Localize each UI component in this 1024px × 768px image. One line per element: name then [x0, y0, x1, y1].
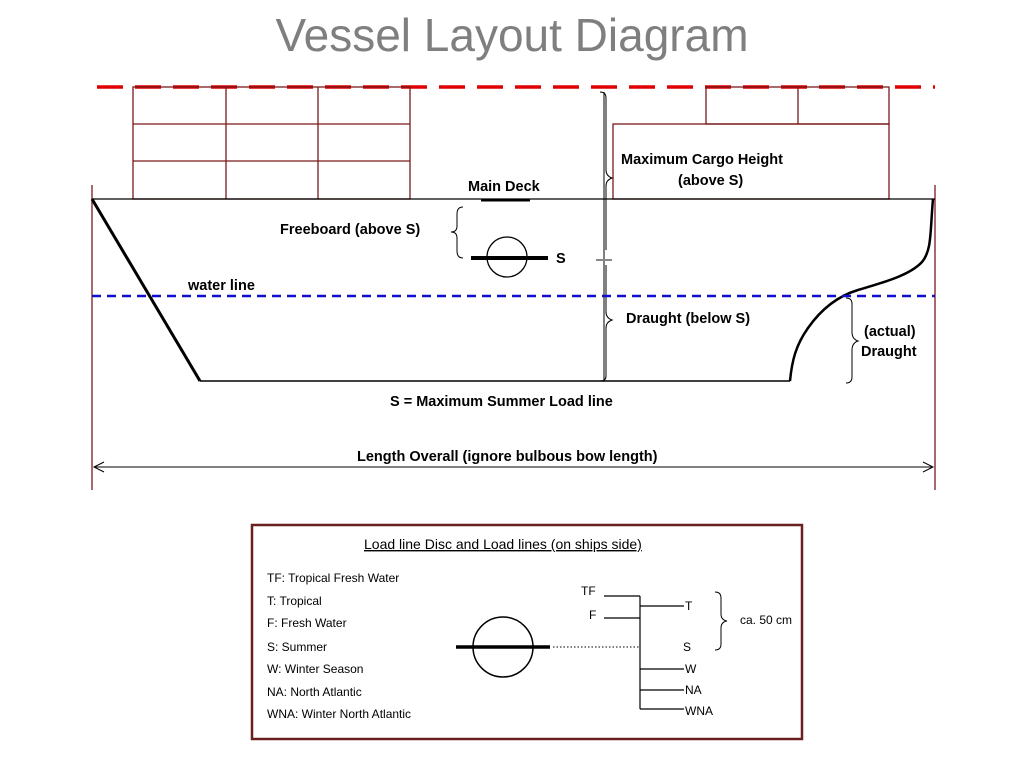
- draught-label: Draught (below S): [626, 311, 750, 327]
- mark-t: T: [685, 599, 693, 613]
- summer-load-line-label: S = Maximum Summer Load line: [390, 394, 613, 410]
- actual-draught-label-2: Draught: [861, 344, 917, 360]
- legend-item-f: F: Fresh Water: [267, 616, 347, 630]
- mark-s: S: [683, 640, 691, 654]
- s-mark-label: S: [556, 251, 566, 267]
- legend-50cm-brace: [714, 591, 728, 651]
- mark-w: W: [685, 662, 697, 676]
- length-overall-label: Length Overall (ignore bulbous bow lengt…: [357, 449, 658, 465]
- legend-item-na: NA: North Atlantic: [267, 685, 362, 699]
- legend-item-t: T: Tropical: [267, 594, 322, 608]
- legend-title: Load line Disc and Load lines (on ships …: [364, 536, 642, 552]
- freeboard-label: Freeboard (above S): [280, 222, 420, 238]
- height-measure: [599, 91, 614, 382]
- load-line-marks: [604, 595, 684, 710]
- max-cargo-height-label-1: Maximum Cargo Height: [621, 152, 783, 168]
- page-title: Vessel Layout Diagram: [275, 9, 749, 61]
- actual-draught-brace: [845, 297, 860, 384]
- main-deck-label: Main Deck: [468, 179, 541, 195]
- cargo-stack-right: [612, 86, 890, 200]
- freeboard-brace: [450, 206, 464, 259]
- legend-50cm-note: ca. 50 cm: [740, 613, 792, 627]
- legend-box: [250, 523, 804, 741]
- legend-item-tf: TF: Tropical Fresh Water: [267, 571, 399, 585]
- legend-item-s: S: Summer: [267, 640, 327, 654]
- max-cargo-height-label-2: (above S): [678, 173, 743, 189]
- mark-f: F: [589, 608, 596, 622]
- legend-item-w: W: Winter Season: [267, 662, 363, 676]
- cargo-stack-left: [132, 86, 411, 200]
- actual-draught-label-1: (actual): [864, 324, 916, 340]
- water-line-label: water line: [187, 278, 255, 294]
- legend-item-wna: WNA: Winter North Atlantic: [267, 707, 411, 721]
- length-overall-arrow: [92, 461, 935, 473]
- mark-wna: WNA: [685, 704, 713, 718]
- mark-na: NA: [685, 683, 702, 697]
- mark-tf: TF: [581, 584, 596, 598]
